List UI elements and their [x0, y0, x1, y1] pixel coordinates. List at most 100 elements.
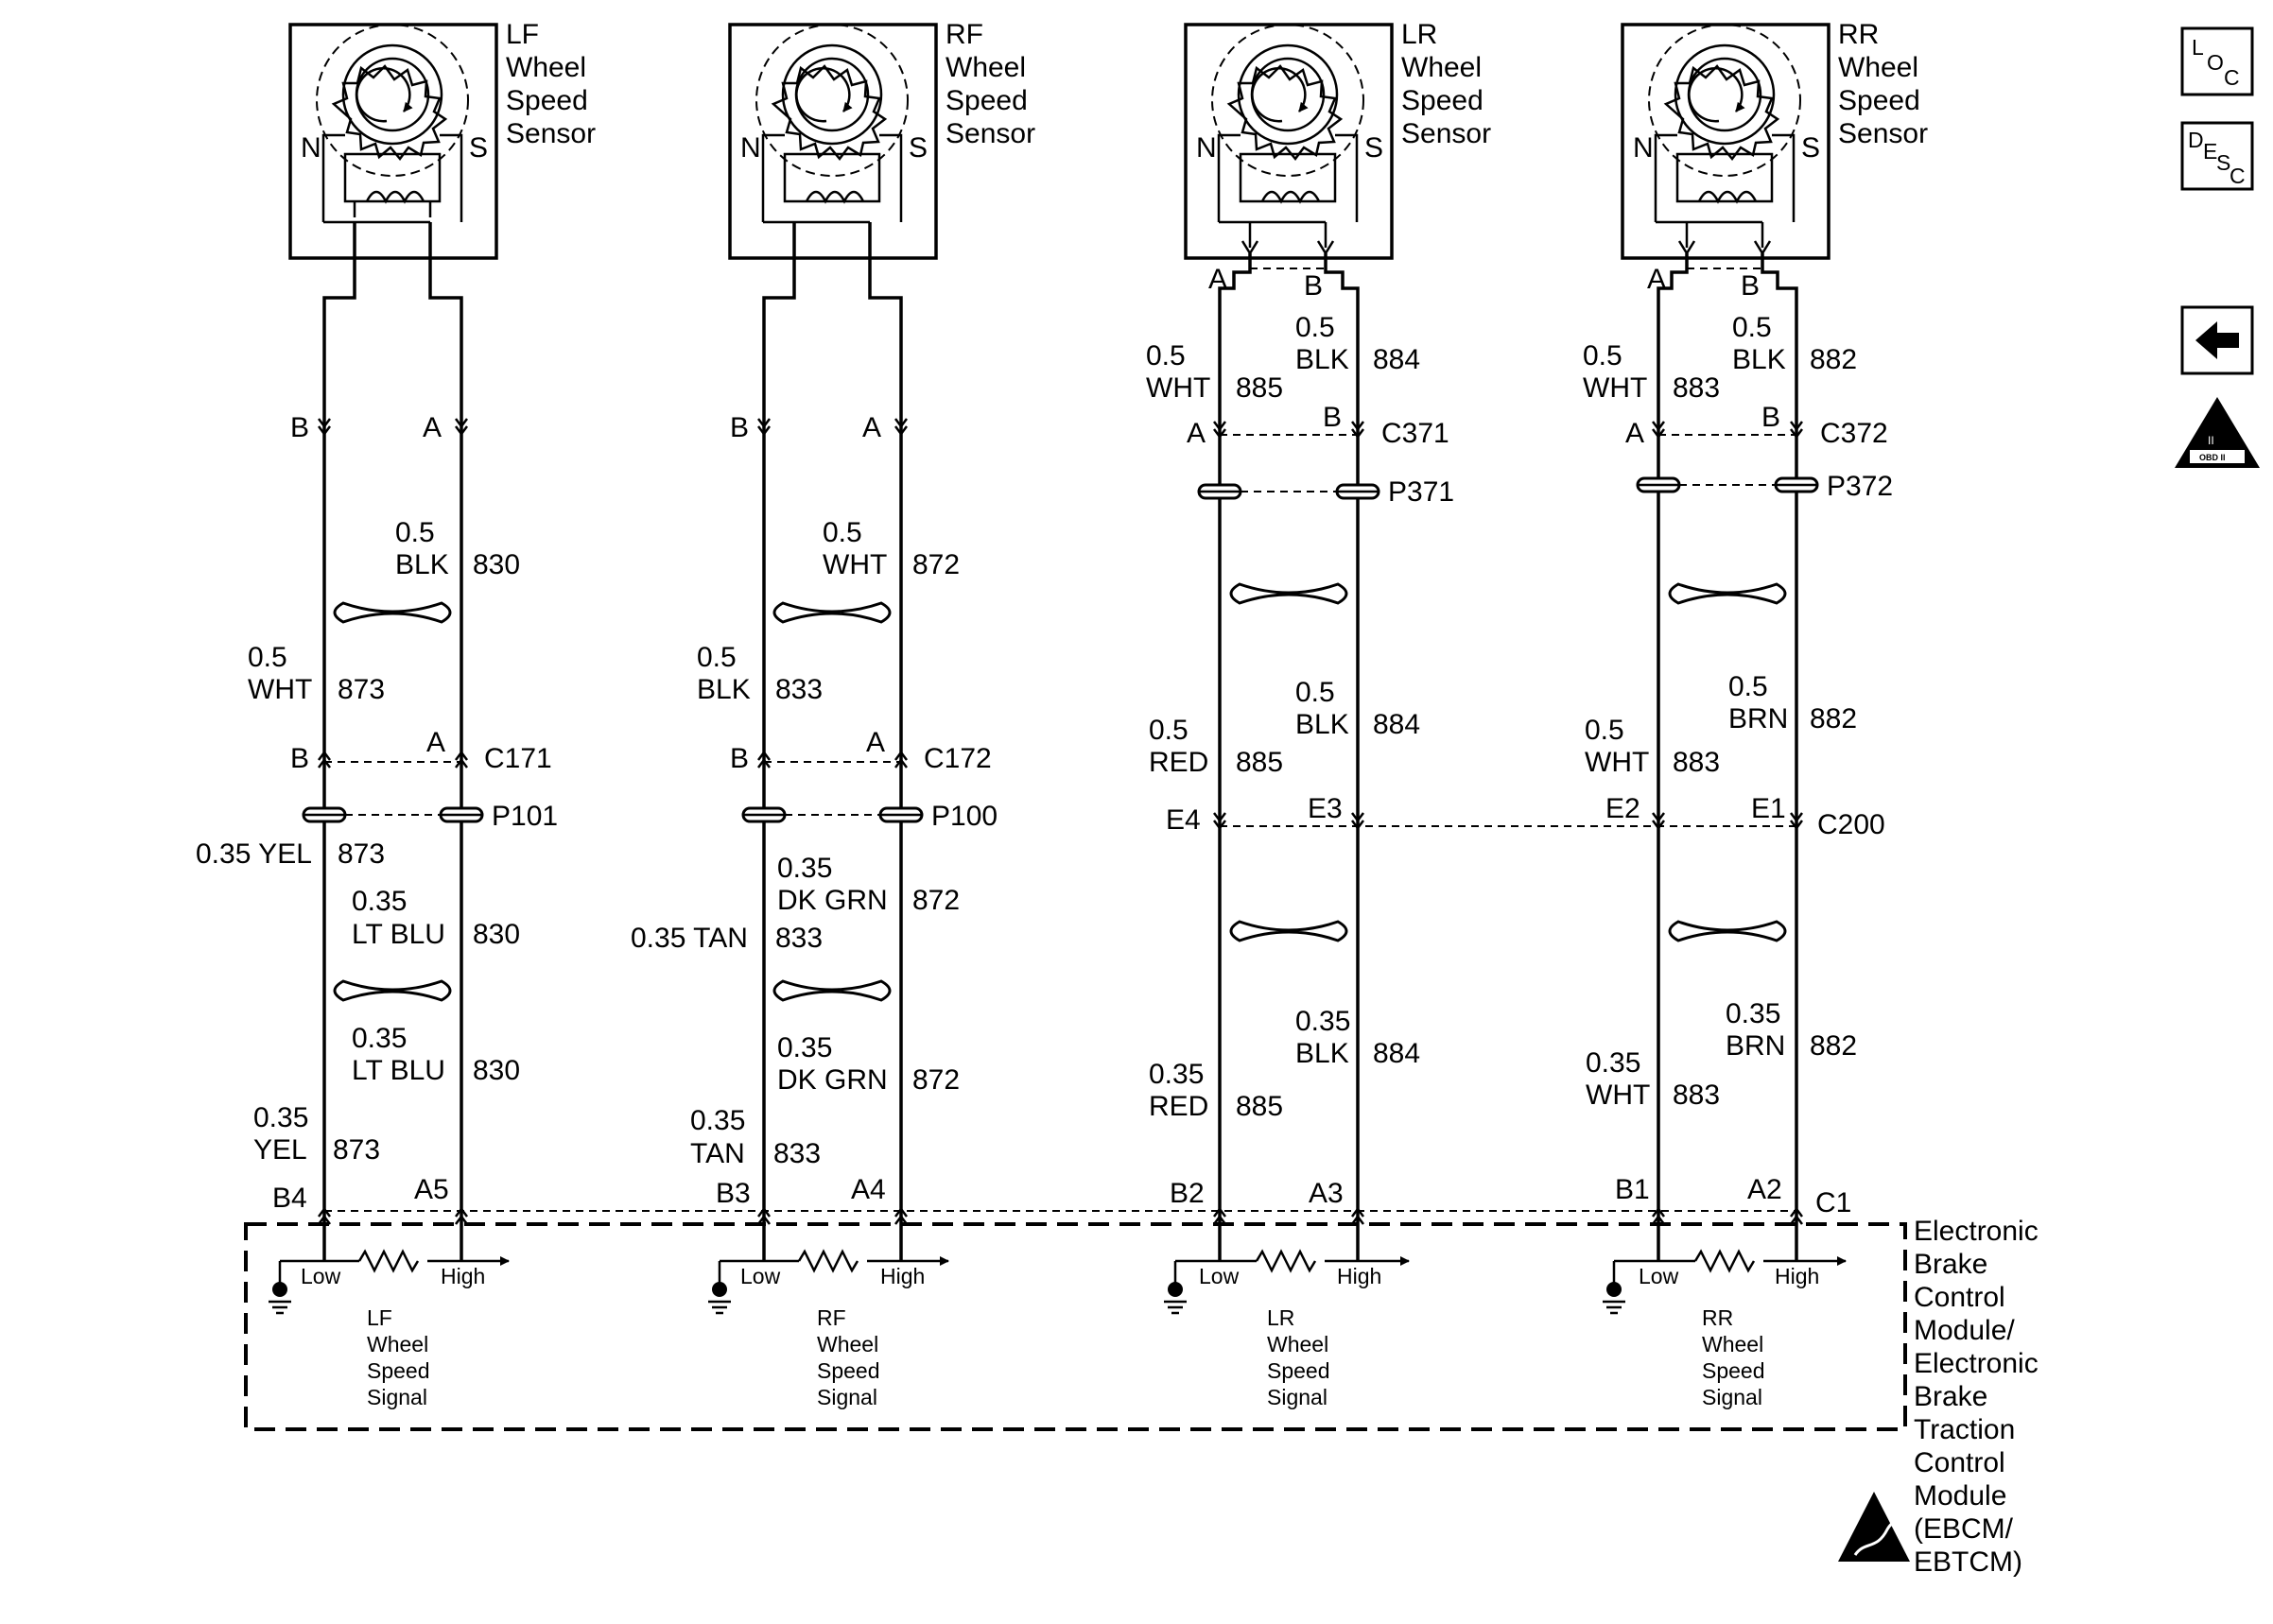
magnetic-field-icon: [316, 24, 469, 177]
loc-button[interactable]: L O C: [2180, 26, 2254, 96]
rf-seg3-right-color: DK GRN: [777, 1064, 888, 1096]
rf-seg2-left-circuit: 833: [775, 923, 823, 954]
obd2-icon[interactable]: II OBD II: [2175, 397, 2260, 468]
c1-label: C1: [1815, 1187, 1851, 1218]
rr-seg1-left-color: WHT: [1583, 372, 1647, 404]
rr-harness: A B 0.5 BLK 882 0.5 WHT 883 A B C372 P37…: [1583, 253, 1893, 1226]
rr-splice-name: P372: [1827, 471, 1893, 502]
coil-icon: [365, 190, 425, 204]
rr-module-pin-left: B1: [1615, 1174, 1650, 1205]
back-button[interactable]: [2180, 305, 2254, 375]
lr-seg2-left-size: 0.5: [1149, 715, 1189, 746]
rotation-arrow-icon: [1688, 67, 1745, 123]
rf-connector-pin-left: B: [730, 743, 749, 774]
desc-button[interactable]: D E S C: [2180, 121, 2254, 191]
rr-sensor-label-3: Speed: [1838, 85, 1920, 116]
coil-icon: [805, 190, 865, 204]
lr-seg1-right-circuit: 884: [1373, 344, 1420, 375]
lr-seg2-right-size: 0.5: [1295, 677, 1335, 708]
lr-seg2-left-color: RED: [1149, 747, 1208, 778]
lr-connector-pin-b: B: [1323, 402, 1342, 433]
toothed-wheel-icon: [332, 64, 447, 161]
rf-wires: [762, 222, 903, 1215]
lr-pole-n: N: [1196, 132, 1217, 164]
resistor-icon: [357, 1249, 420, 1273]
rf-seg1-right-circuit: 872: [912, 549, 960, 580]
loc-letter-o: O: [2207, 50, 2224, 75]
obd2-numeral: II: [2208, 434, 2214, 447]
rf-connector-name: C172: [924, 743, 992, 774]
lf-sensor-label-2: Wheel: [506, 52, 586, 83]
rf-signal-label-1: RF: [817, 1305, 846, 1330]
resistor-icon: [797, 1249, 859, 1273]
module-name-line-3: Control: [1914, 1282, 2005, 1313]
rr-signal-label-1: RR: [1702, 1305, 1733, 1330]
lf-module-pin-right: A5: [414, 1174, 449, 1205]
module-name-line-2: Brake: [1914, 1249, 1987, 1280]
lr-c200-pin-right: E3: [1308, 793, 1343, 824]
rr-seg3-right-circuit: 882: [1810, 1030, 1857, 1062]
lf-seg1-right-size: 0.5: [395, 517, 435, 548]
lr-sensor-pin-a: A: [1208, 264, 1227, 295]
rr-seg2-left-color: WHT: [1585, 747, 1649, 778]
rr-seg2-right-circuit: 882: [1810, 703, 1857, 734]
lf-module-pin-left: B4: [272, 1183, 307, 1214]
rf-top-pin-left: B: [730, 412, 749, 443]
rr-seg2-right-color: BRN: [1728, 703, 1788, 734]
lr-signal-label-1: LR: [1267, 1305, 1294, 1330]
lr-module-pin-left: B2: [1170, 1178, 1205, 1209]
rf-sensor: N S RF Wheel Speed Sensor: [728, 19, 1035, 260]
lr-c200-pin-left: E4: [1166, 804, 1201, 836]
lf-splice-name: P101: [492, 801, 558, 832]
rr-sensor: N S RR Wheel Speed Sensor: [1621, 19, 1928, 260]
lf-harness: B A 0.5 BLK 830 0.5 WHT 873 B A C171 P10…: [196, 412, 558, 1226]
lr-splice-name: P371: [1388, 476, 1454, 508]
resistor-icon: [1255, 1249, 1317, 1273]
rr-seg3-right-color: BRN: [1726, 1030, 1785, 1062]
lr-harness: A B 0.5 BLK 884 0.5 WHT 885 A B C371 P37…: [1146, 253, 1454, 1226]
lr-seg3-left-circuit: 885: [1236, 1091, 1283, 1122]
lf-pole-s: S: [469, 132, 488, 164]
lf-seg3-right-size: 0.35: [352, 1023, 407, 1054]
lf-seg3-left-size: 0.35: [253, 1102, 308, 1133]
desc-letter-c: C: [2230, 164, 2246, 188]
rf-seg1-left-circuit: 833: [775, 674, 823, 705]
rf-seg1-right-size: 0.5: [823, 517, 862, 548]
coil-icon: [1260, 190, 1321, 204]
lf-seg1-right-color: BLK: [395, 549, 449, 580]
left-arrow-icon: [2195, 321, 2239, 359]
lr-seg3-left-color: RED: [1149, 1091, 1208, 1122]
coil-icon: [1697, 190, 1758, 204]
lf-seg2-right-size: 0.35: [352, 886, 407, 917]
rr-pole-n: N: [1633, 132, 1654, 164]
rr-seg1-right-circuit: 882: [1810, 344, 1857, 375]
lr-sensor-pin-b: B: [1304, 270, 1323, 302]
lf-sensor: N S LF Wheel Speed Sensor: [288, 19, 596, 260]
lf-signal-label-1: LF: [367, 1305, 392, 1330]
lr-seg1-left-circuit: 885: [1236, 372, 1283, 404]
rotation-arrow-icon: [356, 67, 413, 123]
lf-wires: [322, 222, 463, 1215]
lr-signal-label-4: Signal: [1267, 1385, 1327, 1409]
rf-pole-n: N: [740, 132, 761, 164]
lr-sensor-label-4: Sensor: [1401, 118, 1491, 149]
rf-seg3-right-size: 0.35: [777, 1032, 832, 1063]
ground-icon: [269, 1282, 291, 1315]
rf-sensor-label-2: Wheel: [946, 52, 1026, 83]
loc-letter-c: C: [2224, 65, 2240, 90]
rr-sensor-label-2: Wheel: [1838, 52, 1918, 83]
lf-sensor-label-4: Sensor: [506, 118, 596, 149]
lf-seg2-left-text: 0.35 YEL: [196, 838, 312, 870]
rr-seg2-left-circuit: 883: [1673, 747, 1720, 778]
lr-seg1-right-color: BLK: [1295, 344, 1349, 375]
lr-sensor-label-2: Wheel: [1401, 52, 1482, 83]
lr-signal-circuit: Low High LR Wheel Speed Signal: [1164, 1215, 1410, 1409]
rf-signal-low: Low: [740, 1264, 781, 1288]
rr-connector-name: C372: [1820, 418, 1888, 449]
lf-connector-pin-right: A: [426, 727, 445, 758]
lf-signal-high: High: [441, 1264, 485, 1288]
rr-seg3-left-color: WHT: [1586, 1080, 1650, 1111]
rr-seg2-left-size: 0.5: [1585, 715, 1624, 746]
module-name-line-11: EBTCM): [1914, 1546, 2022, 1578]
